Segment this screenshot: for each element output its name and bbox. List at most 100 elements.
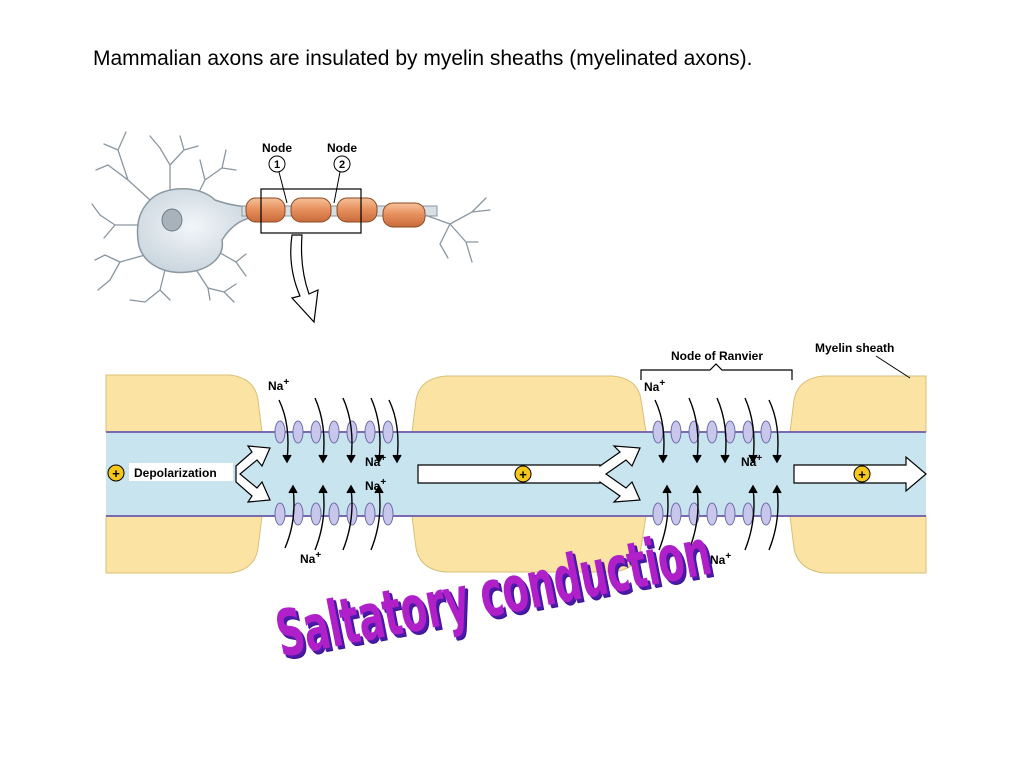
channel (670, 420, 682, 444)
influx-arrow (768, 487, 779, 551)
node-1-callout: Node 1 (262, 141, 292, 204)
myelin-sheaths (105, 374, 927, 574)
myelin-block-mid-bottom (411, 515, 647, 573)
channel (328, 502, 340, 526)
channel (760, 420, 772, 444)
plus-marker (514, 465, 532, 483)
channel (364, 502, 376, 526)
channel (760, 502, 772, 526)
influx-arrow (370, 487, 381, 551)
myelin-sheath-pointer (875, 355, 911, 379)
influx-arrow (388, 399, 399, 461)
influx-arrow (716, 397, 727, 461)
node-of-ranvier-label: Node of Ranvier (671, 349, 763, 363)
channel (706, 502, 718, 526)
depolarization-forked-arrow-left (235, 445, 271, 503)
node-of-ranvier-bracket (640, 363, 793, 380)
na-label: Na+ (365, 477, 386, 493)
node-2-callout: Node 2 (327, 141, 357, 204)
channel (364, 420, 376, 444)
influx-arrow (688, 487, 699, 551)
influx-arrow (744, 397, 755, 461)
myelin-segments (245, 197, 426, 228)
influx-arrow (688, 397, 699, 461)
depolarization-label-bg (129, 463, 233, 481)
zoom-arrow (290, 234, 319, 324)
myelin-segment (382, 202, 426, 228)
myelin-block-left-top (105, 374, 263, 433)
depolarization-label: Depolarization (134, 466, 217, 480)
myelin-segment (290, 197, 332, 223)
dendrites (91, 131, 247, 303)
channel (382, 420, 394, 444)
na-label: Na+ (741, 453, 762, 469)
na-label: Na+ (644, 378, 665, 394)
plus-marker (853, 465, 871, 483)
myelin-segment (245, 197, 286, 223)
arrowhead (772, 484, 782, 494)
plus-marker-sign: + (858, 467, 866, 482)
channel (274, 502, 286, 526)
node-2-label: Node (327, 141, 357, 155)
zoom-box (260, 188, 362, 234)
influx-arrow (314, 397, 325, 461)
myelin-block-right-top (789, 375, 927, 433)
arrowhead (772, 454, 782, 464)
sodium-influx-arrows (278, 397, 782, 551)
cell-body (136, 188, 259, 274)
channel (706, 420, 718, 444)
channel (292, 420, 304, 444)
plus-marker-sign: + (112, 466, 120, 481)
node-2-number: 2 (339, 159, 345, 171)
arrowhead (658, 454, 668, 464)
myelin-block-mid-top (411, 375, 647, 433)
influx-arrow (342, 397, 353, 461)
node-1-number: 1 (274, 159, 280, 171)
arrowhead (692, 454, 702, 464)
influx-arrow (654, 399, 665, 461)
arrowhead (282, 454, 292, 464)
arrowhead (392, 454, 402, 464)
myelin-block-left-bottom (105, 515, 263, 574)
arrowhead (346, 484, 356, 494)
na-label: Na+ (365, 453, 386, 469)
myelin-sheath-label: Myelin sheath (815, 341, 894, 355)
node-1-number-circle (268, 155, 286, 173)
na-label: Na+ (710, 551, 731, 567)
arrowhead (288, 484, 298, 494)
arrowhead (318, 454, 328, 464)
na-label: Na+ (268, 377, 289, 393)
arrowhead (374, 484, 384, 494)
na-label: Na+ (300, 550, 321, 566)
influx-arrow (342, 487, 353, 551)
myelin-sheath-callout: Myelin sheath (815, 341, 911, 379)
influx-arrow (744, 487, 755, 551)
channel (328, 420, 340, 444)
neuron-illustration: Node 1 Node 2 (91, 131, 491, 324)
plus-marker (107, 464, 125, 482)
influx-arrow (370, 397, 381, 461)
node-1-pointer (278, 171, 288, 204)
channel (310, 502, 322, 526)
sodium-labels: Na+ Na+ Na+ Na+ Na+ Na+ Na+ (268, 377, 762, 567)
arrowhead (720, 454, 730, 464)
arrowhead (662, 484, 672, 494)
influx-arrow (278, 399, 289, 461)
axon-membrane (106, 431, 926, 517)
influx-arrow (314, 487, 325, 551)
node-2-pointer (333, 171, 341, 204)
slide-title: Mammalian axons are insulated by myelin … (93, 47, 753, 70)
channel (724, 502, 736, 526)
node-2-number-circle (333, 155, 351, 173)
channel (652, 502, 664, 526)
channel (742, 502, 754, 526)
channel (742, 420, 754, 444)
arrowhead (748, 454, 758, 464)
arrowhead (374, 454, 384, 464)
channel (382, 502, 394, 526)
channel (670, 502, 682, 526)
arrowhead (318, 484, 328, 494)
channel (652, 420, 664, 444)
myelin-segment (336, 197, 378, 223)
